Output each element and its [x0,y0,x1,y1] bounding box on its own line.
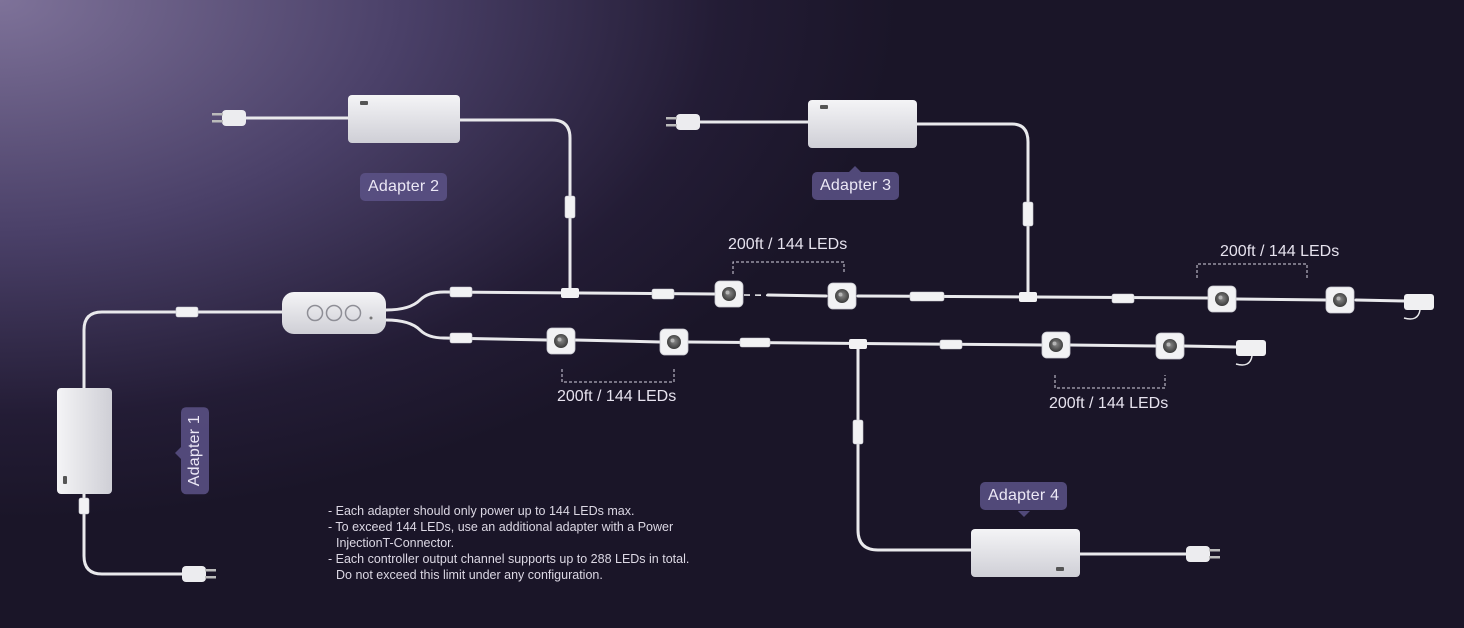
usage-notes: - Each adapter should only power up to 1… [328,503,689,583]
end-cap [1403,294,1434,320]
adapter-4-label: Adapter 4 [988,487,1060,504]
tag-pointer [1018,511,1030,517]
connector [449,332,473,344]
connector [564,195,576,219]
puck-light-icon [1207,285,1237,313]
note-line: - Each adapter should only power up to 1… [328,504,635,518]
cable-adapter1-to-plug [82,492,184,576]
connector [78,497,90,515]
note-line: - To exceed 144 LEDs, use an additional … [328,520,674,534]
adapter-1-tag: Adapter 1 [181,407,209,495]
connector [651,288,675,300]
adapter-1-body [57,388,112,494]
puck-light-icon [827,282,857,310]
end-cap [1235,340,1266,366]
t-connector [849,339,867,349]
cable-adapter3-to-t [915,122,1030,298]
tag-pointer [849,166,861,172]
adapter-2-label: Adapter 2 [368,178,440,195]
puck-light-icon [659,328,689,356]
adapter-2-tag: Adapter 2 [360,173,448,201]
power-plug-icon [1186,546,1220,562]
cable-adapter1-to-controller [82,310,284,392]
adapter-3-body [808,100,917,148]
inline-connectors [78,195,1135,515]
puck-light-icon [1155,332,1185,360]
cable-lower-run [384,318,549,342]
connector [1022,201,1034,227]
note-line: Do not exceed this limit under any confi… [336,568,603,582]
controller-icon [282,292,386,334]
connector [909,291,945,302]
adapter-1-label: Adapter 1 [186,415,203,487]
connector [1111,293,1135,304]
cable-t-to-adapter4 [856,344,973,552]
puck-light-icon [546,327,576,355]
segment-label-lower-left: 200ft / 144 LEDs [557,388,677,405]
connector [449,286,473,298]
segment-brackets [561,261,1308,389]
connector [852,419,864,445]
adapter-3-tag: Adapter 3 [812,172,900,200]
connector [939,339,963,350]
puck-light-icon [714,280,744,308]
t-connectors [561,288,1037,349]
tag-pointer [175,447,181,459]
puck-lights [546,280,1355,360]
note-line: InjectionT-Connector. [336,536,455,550]
adapter-4-body [971,529,1080,577]
t-connector [561,288,579,298]
puck-light-icon [1041,331,1071,359]
cable-upper-run [384,290,717,312]
segment-label-upper-right: 200ft / 144 LEDs [1220,243,1340,260]
note-line: - Each controller output channel support… [328,552,690,566]
connector [739,337,771,348]
connector [175,306,199,318]
dashed-links [574,294,1327,347]
power-plug-icon [666,114,700,130]
adapter-2-body [348,95,460,143]
t-connector [1019,292,1037,302]
segment-label-lower-right: 200ft / 144 LEDs [1049,395,1169,412]
puck-light-icon [1325,286,1355,314]
adapter-4-tag: Adapter 4 [980,482,1068,510]
adapter-3-label: Adapter 3 [820,177,892,194]
cable-adapter2-to-t [458,118,572,296]
power-plug-icon [212,110,246,126]
power-plug-icon [182,566,216,582]
segment-label-upper-left: 200ft / 144 LEDs [728,236,848,253]
